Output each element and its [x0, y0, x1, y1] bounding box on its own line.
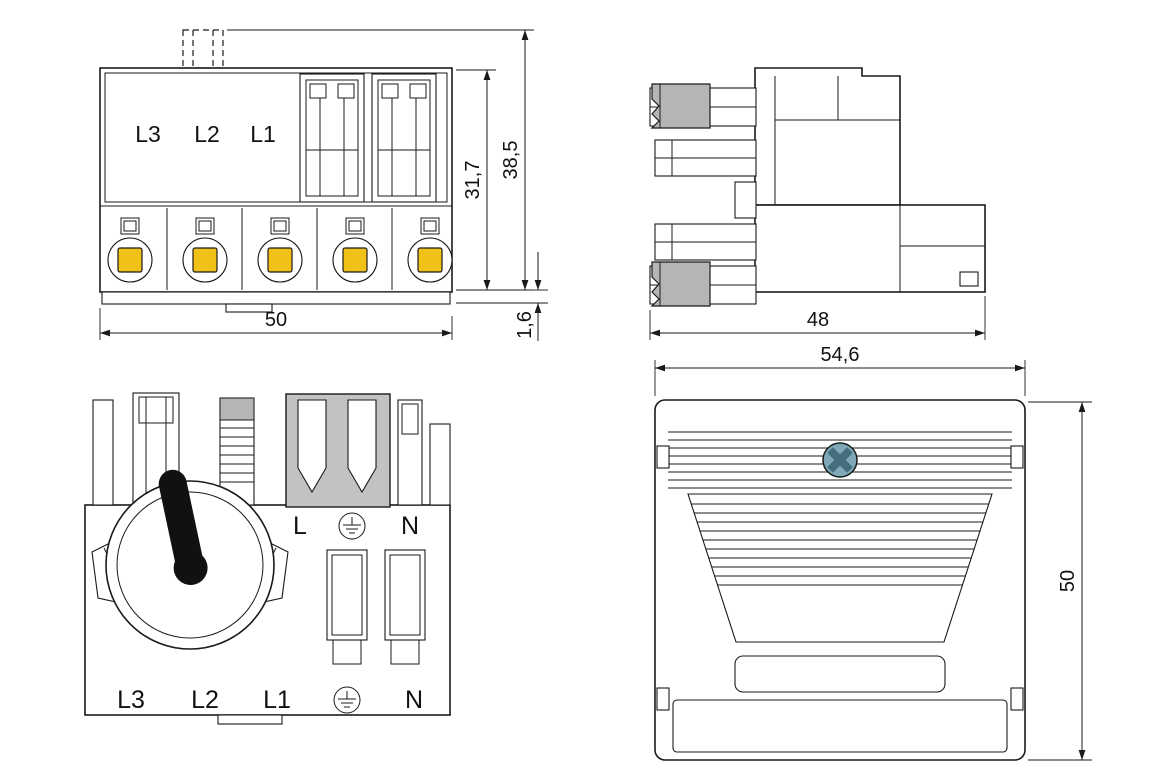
strain-relief-clip: [650, 83, 711, 129]
dim-label-1-6: 1,6: [514, 311, 536, 339]
clamp-window: [299, 73, 365, 203]
side-prong: [654, 223, 757, 261]
push-button: [342, 247, 368, 273]
label-field: [672, 699, 1008, 753]
push-button: [417, 247, 443, 273]
contact-slots: [326, 549, 426, 665]
clamp-window: [371, 73, 437, 203]
dashed-pin: [182, 29, 224, 69]
clamp-strip: [107, 208, 453, 290]
clamp-unit: [257, 217, 303, 283]
cover-dome: [687, 493, 993, 643]
side-lower-body: [754, 204, 986, 293]
front-bottom-label-n: N: [405, 686, 423, 714]
rotary-latch: [105, 469, 275, 650]
clamp-unit: [332, 217, 378, 283]
side-prong: [649, 83, 757, 129]
earth-icon: [338, 512, 366, 540]
push-button: [117, 247, 143, 273]
top-pole-label-l3: L3: [135, 121, 161, 147]
marking-field: [734, 655, 946, 693]
push-button: [192, 247, 218, 273]
side-latch-notch: [959, 271, 979, 287]
dim-label-48: 48: [807, 309, 829, 331]
dimension-50-height: 50: [1028, 401, 1092, 761]
bottom-flange: [101, 291, 451, 313]
dimension-1-6: 1,6: [456, 252, 548, 341]
dimension-31-7: 31,7: [456, 69, 496, 291]
clamp-unit: [407, 217, 453, 283]
view-front: L N L3 L2 L1 N: [84, 392, 451, 725]
dimension-54-6: 54,6: [654, 344, 1026, 396]
front-bottom-label-l1: L1: [263, 686, 291, 714]
view-side: 48: [649, 67, 986, 340]
strain-relief-clip: [650, 261, 711, 307]
cover-screw: [822, 442, 858, 478]
clamp-unit: [182, 217, 228, 283]
push-button: [267, 247, 293, 273]
view-cover: 54,6 50: [654, 344, 1092, 761]
front-top-tabs: [92, 392, 451, 508]
side-prong: [654, 139, 757, 177]
dim-label-31-7: 31,7: [462, 161, 484, 200]
side-prong: [649, 261, 757, 307]
dim-label-50-height: 50: [1057, 570, 1079, 592]
top-pole-label-l2: L2: [194, 121, 220, 147]
dim-label-54-6: 54,6: [821, 344, 860, 366]
front-mid-label-l: L: [293, 512, 307, 540]
earth-icon: [333, 686, 361, 714]
pe-contact-chamber: [285, 393, 391, 508]
view-top: L3 L2 L1: [99, 29, 548, 341]
front-bottom-tab: [217, 714, 283, 725]
dimension-48: 48: [649, 296, 986, 340]
front-bottom-label-l2: L2: [191, 686, 219, 714]
cover-latches: [656, 445, 1024, 711]
front-mid-label-n: N: [401, 512, 419, 540]
front-bottom-label-l3: L3: [117, 686, 145, 714]
clamp-unit: [107, 217, 153, 283]
dim-label-50-width: 50: [265, 309, 287, 331]
top-pole-label-l1: L1: [250, 121, 276, 147]
dim-label-38-5: 38,5: [500, 141, 522, 180]
dimension-38-5: 38,5: [227, 29, 534, 291]
side-upper-body: [754, 67, 901, 206]
dimension-50-width: 50: [99, 308, 453, 340]
operating-lever: [158, 469, 208, 585]
